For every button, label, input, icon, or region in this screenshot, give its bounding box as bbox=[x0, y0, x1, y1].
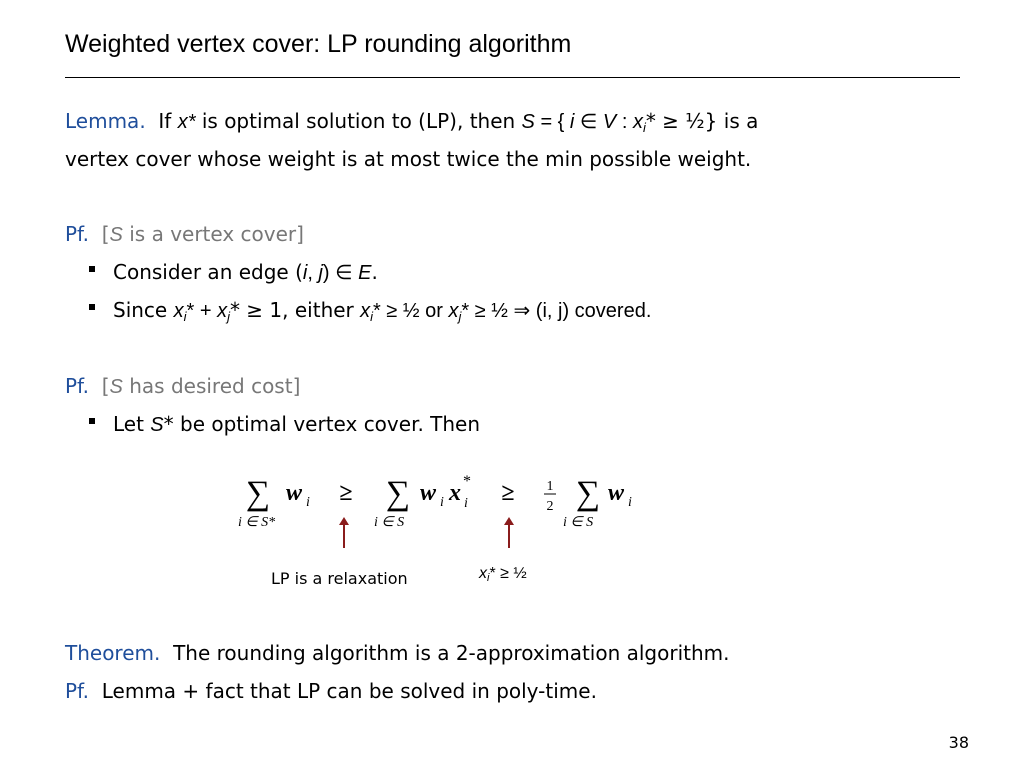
sum-3-index: i ∈ S bbox=[563, 515, 593, 530]
pf2-heading: Pf. [S has desired cost] bbox=[65, 373, 300, 400]
weight-inequality-formula: ∑ w i i ∈ S* ≥ ∑ w i x i * i ∈ S ≥ 1 2 ∑… bbox=[238, 473, 632, 530]
sum-symbol-3: ∑ bbox=[576, 475, 600, 512]
bullet-icon bbox=[89, 304, 95, 310]
lemma-text-end: * ≥ ½} is a bbox=[645, 109, 759, 133]
sum-symbol-2: ∑ bbox=[386, 475, 410, 512]
pf2-bracket: [S has desired cost] bbox=[101, 374, 301, 398]
sum-symbol-1: ∑ bbox=[246, 475, 270, 512]
pf1-label: Pf. bbox=[65, 222, 90, 246]
lemma-in: ∈ bbox=[574, 111, 603, 133]
lemma-set-open: = { bbox=[534, 111, 570, 133]
w-1-sub: i bbox=[306, 495, 310, 510]
arrow-shaft bbox=[343, 522, 345, 548]
w-1: w bbox=[286, 480, 303, 506]
lemma-label: Lemma. bbox=[65, 109, 146, 133]
theorem-line: Theorem. The rounding algorithm is a 2-a… bbox=[65, 640, 730, 666]
arrow-up-icon bbox=[504, 517, 514, 525]
lemma-line-2: vertex cover whose weight is at most twi… bbox=[65, 147, 752, 171]
sum-1-index: i ∈ S* bbox=[238, 515, 275, 530]
w-3-sub: i bbox=[628, 495, 632, 510]
lemma-colon: : bbox=[616, 111, 633, 133]
pf3-text: Lemma + fact that LP can be solved in po… bbox=[101, 679, 597, 703]
note-lp-relaxation: LP is a relaxation bbox=[271, 569, 408, 588]
theorem-text: The rounding algorithm is a 2-approximat… bbox=[173, 641, 730, 665]
lemma-S: S bbox=[521, 111, 535, 133]
pf1-bracket: [S is a vertex cover] bbox=[101, 222, 304, 246]
note-xi-half: xi* ≥ ½ bbox=[479, 565, 527, 584]
lemma-text: If bbox=[158, 109, 178, 133]
lemma-text: is optimal solution to (LP), then bbox=[195, 109, 522, 133]
slide-title: Weighted vertex cover: LP rounding algor… bbox=[65, 30, 572, 58]
half-denominator: 2 bbox=[547, 499, 554, 514]
x-2-star: * bbox=[463, 473, 471, 490]
bullet-icon bbox=[89, 418, 95, 424]
lemma-sub-i: i bbox=[642, 120, 646, 135]
pf1-bullet-1: Consider an edge (i, j) ∈ E. bbox=[89, 259, 378, 286]
ge-1: ≥ bbox=[339, 480, 352, 506]
x-2: x bbox=[448, 480, 461, 506]
ge-2: ≥ bbox=[501, 480, 514, 506]
half-numerator: 1 bbox=[547, 479, 554, 494]
w-2-sub: i bbox=[440, 495, 444, 510]
pf2-label: Pf. bbox=[65, 374, 90, 398]
lemma-line-1: Lemma. If x* is optimal solution to (LP)… bbox=[65, 108, 758, 135]
w-3: w bbox=[608, 480, 625, 506]
x-2-sub: i bbox=[464, 496, 468, 511]
bullet-icon bbox=[89, 266, 95, 272]
pf2-bullet-1: Let S* be optimal vertex cover. Then bbox=[89, 411, 480, 438]
arrow-shaft bbox=[508, 522, 510, 548]
page-number: 38 bbox=[948, 733, 969, 752]
pf1-bullet-2: Since xi* + xj* ≥ 1, either xi* ≥ ½ or x… bbox=[89, 297, 651, 324]
sum-2-index: i ∈ S bbox=[374, 515, 404, 530]
pf3-label: Pf. bbox=[65, 679, 90, 703]
lemma-x: x bbox=[632, 111, 643, 133]
w-2: w bbox=[420, 480, 437, 506]
lemma-V: V bbox=[602, 111, 617, 133]
lemma-xstar: x* bbox=[177, 111, 196, 133]
title-divider bbox=[65, 77, 960, 78]
arrow-up-icon bbox=[339, 517, 349, 525]
theorem-label: Theorem. bbox=[65, 641, 161, 665]
pf3-line: Pf. Lemma + fact that LP can be solved i… bbox=[65, 678, 597, 704]
lemma-i: i bbox=[569, 111, 575, 133]
pf1-heading: Pf. [S is a vertex cover] bbox=[65, 221, 304, 248]
